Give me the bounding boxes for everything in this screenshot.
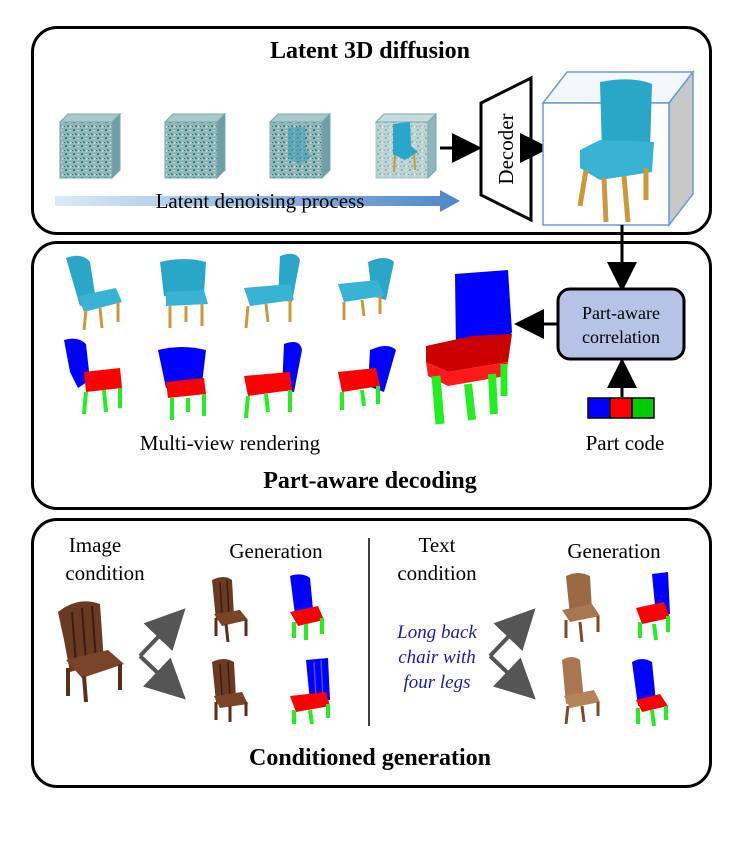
image-condition-label-line1: Image	[68, 533, 122, 557]
cyan-chair-view-4	[338, 258, 394, 320]
correlation-label-line2: correlation	[582, 327, 660, 347]
generated-wood-chair-right-2	[562, 657, 600, 725]
noisy-cube-2	[163, 112, 227, 180]
part-chair-left-2	[290, 658, 330, 725]
part-code-label: Part code	[585, 431, 665, 455]
part-chair-right-2	[632, 659, 668, 727]
cyan-chair-view-2	[160, 259, 208, 328]
part-chair-view-2	[158, 347, 206, 420]
noisy-cube-1	[58, 112, 122, 180]
part-chair-view-1	[64, 338, 122, 415]
text-condition-label-line1: Text	[418, 533, 456, 557]
decoder-label: Decoder	[494, 113, 518, 185]
big-part-chair	[426, 270, 512, 425]
text-condition-label-line2: condition	[397, 561, 477, 585]
image-condition-chair	[58, 601, 124, 703]
conditioned-generation-title: Conditioned generation	[248, 745, 491, 771]
noisy-cube-3	[268, 112, 332, 180]
branch-arrow-left-down	[138, 654, 186, 700]
cyan-chair-view-3	[244, 253, 300, 329]
panel-part-aware-decoding	[31, 241, 712, 510]
part-chair-right-1	[636, 572, 670, 641]
part-chair-view-3	[244, 342, 302, 419]
part-chair-view-4	[338, 346, 396, 410]
part-chair-left-1	[290, 574, 324, 640]
multiview-rendering-label: Multi-view rendering	[139, 431, 321, 455]
panel-conditioned-generation	[31, 518, 712, 788]
text-prompt-line3: four legs	[403, 672, 471, 693]
correlation-label-line1: Part-aware	[582, 303, 660, 323]
latent-diffusion-title: Latent 3D diffusion	[269, 38, 471, 64]
generation-right-label: Generation	[567, 539, 661, 563]
denoising-process-label: Latent denoising process	[155, 189, 365, 213]
cyan-chair-view-1	[66, 255, 122, 331]
text-prompt-line2: chair with	[398, 647, 476, 668]
noisy-cube-4	[374, 112, 438, 180]
decoder-block	[479, 75, 533, 223]
generated-wood-chair-left-1	[212, 577, 248, 643]
text-prompt-line1: Long back	[397, 622, 477, 643]
output-volume	[541, 69, 695, 228]
branch-arrow-left-up	[138, 608, 186, 658]
branch-arrow-right-up	[488, 608, 536, 658]
generated-wood-chair-left-2	[212, 659, 248, 722]
denoising-process-arrow	[55, 190, 460, 212]
generated-wood-chair-right-1	[562, 573, 600, 643]
part-aware-decoding-title: Part-aware decoding	[263, 468, 477, 494]
panel-latent-diffusion	[31, 26, 712, 235]
branch-arrow-right-down	[488, 654, 536, 700]
generation-left-label: Generation	[229, 539, 323, 563]
part-code-cell-green	[631, 397, 655, 419]
image-condition-label-line2: condition	[65, 561, 145, 585]
